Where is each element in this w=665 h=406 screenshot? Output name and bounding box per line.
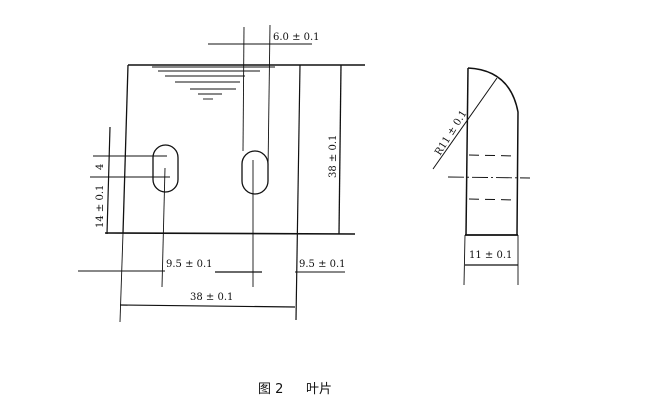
- figure-caption: 图 2 叶片: [258, 382, 332, 397]
- bottom-edge: [104, 232, 356, 235]
- front-view: 6.0 ± 0.1 38 ± 0.1 4 14 ± 0.1 9.5 ± 0.1 …: [78, 24, 365, 323]
- side-profile: [467, 67, 519, 236]
- figure-number: 图 2: [258, 382, 283, 397]
- surface-hatch: [152, 66, 275, 100]
- dim-height: 38 ± 0.1: [328, 135, 339, 178]
- dim-slot-length: 4: [95, 164, 106, 170]
- dim-radius: R11 ± 0.1: [433, 109, 469, 158]
- slot-right: [241, 150, 269, 195]
- dim-right-offset: 9.5 ± 0.1: [299, 259, 346, 270]
- dim-width: 38 ± 0.1: [190, 292, 233, 303]
- slot-left: [152, 144, 179, 193]
- dim-slot-width: 6.0 ± 0.1: [273, 32, 320, 43]
- dim-left-offset: 9.5 ± 0.1: [166, 259, 213, 270]
- dim-slot-center-height: 14 ± 0.1: [95, 185, 106, 228]
- right-edge: [295, 64, 301, 321]
- dim-thickness: 11 ± 0.1: [469, 250, 512, 261]
- figure-title: 叶片: [306, 382, 332, 397]
- side-view: R11 ± 0.1 11 ± 0.1: [432, 67, 531, 286]
- left-edge: [122, 64, 129, 234]
